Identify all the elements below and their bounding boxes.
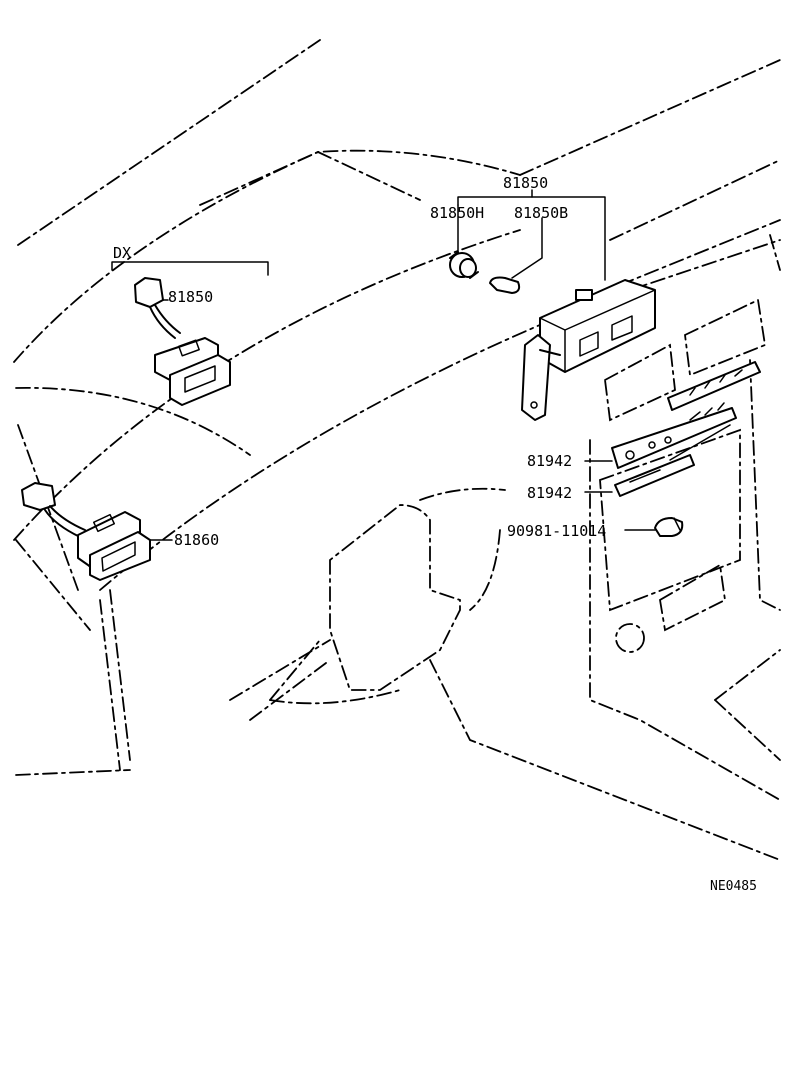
label-81850b: 81850B [514, 204, 568, 222]
panel-81942-upper [611, 402, 737, 469]
label-90981-11014: 90981-11014 [507, 522, 606, 540]
label-81850-top: 81850 [503, 174, 548, 192]
part-labels: DX 81850 81850H 81850B 81850 81860 81942… [113, 174, 757, 894]
label-81850h: 81850H [430, 204, 484, 222]
bulb-90981 [654, 517, 684, 537]
unit-81850 [521, 279, 656, 421]
label-81860: 81860 [174, 531, 219, 549]
vehicle-outline [13, 39, 781, 861]
dx-bracket [111, 261, 269, 276]
switch-81860 [21, 482, 151, 581]
panel-81942-lower [614, 454, 695, 497]
label-81942-b: 81942 [527, 484, 572, 502]
label-81850-dx: 81850 [168, 288, 213, 306]
p81850-bracket [457, 189, 606, 281]
bulb-81850b [489, 276, 521, 294]
figure-code: NE0485 [710, 879, 757, 894]
leader-lines [139, 204, 656, 541]
label-81942-a: 81942 [527, 452, 572, 470]
label-dx: DX [113, 244, 131, 262]
bulb-socket-81850h [449, 251, 479, 279]
switch-81850-dx [134, 277, 231, 406]
panel-top-switch-strip [667, 361, 761, 411]
